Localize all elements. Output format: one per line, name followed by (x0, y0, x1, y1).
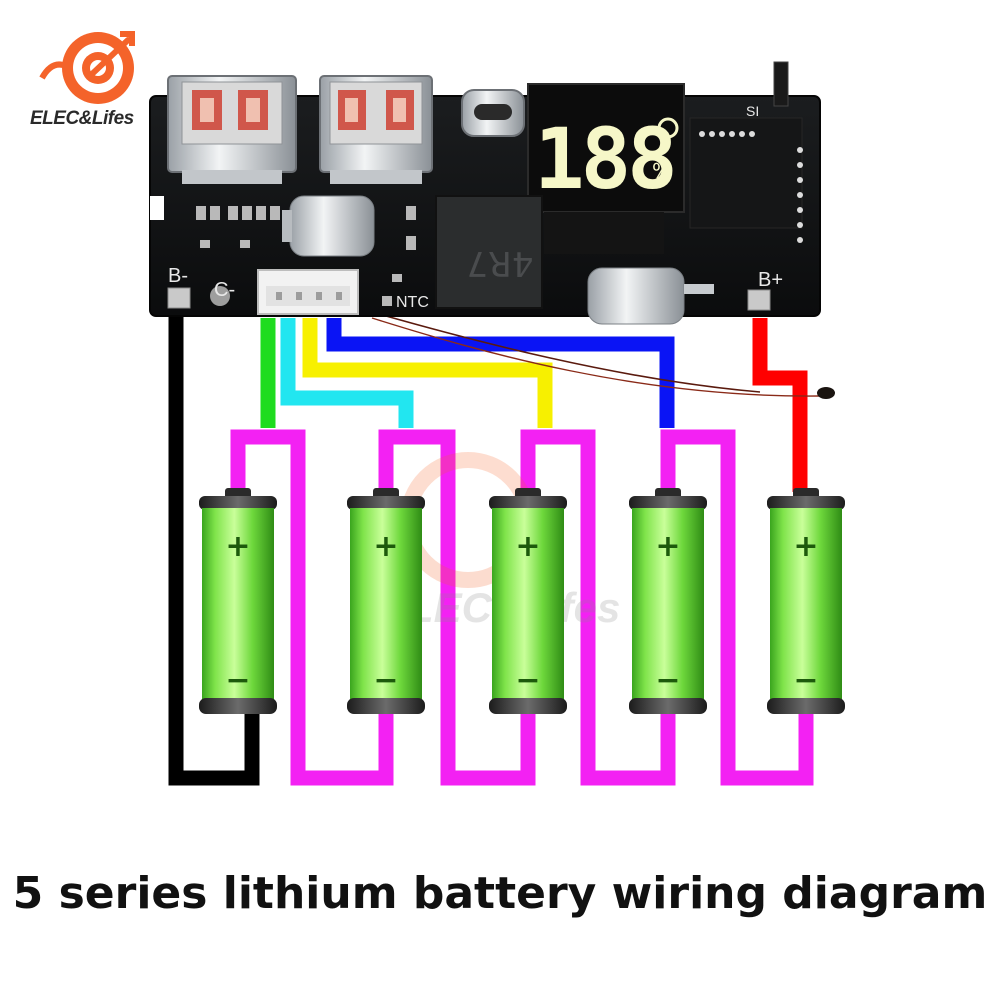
silk-sw: SI (746, 103, 759, 119)
battery-minus-label: − (373, 663, 398, 698)
battery-cell-5: +− (767, 488, 845, 714)
link-cell1-cell2 (230, 429, 394, 786)
pad-cminus (210, 286, 230, 306)
battery-body (770, 508, 842, 700)
battery-body (202, 508, 274, 700)
smd-components (196, 206, 416, 306)
battery-plus-label: + (373, 529, 398, 564)
battery-body (492, 508, 564, 700)
link-cell2-cell3 (378, 429, 536, 786)
display-percent: % (652, 159, 671, 183)
pad-bplus (747, 289, 771, 311)
battery-plus-label: + (793, 529, 818, 564)
brand-logo (39, 31, 135, 104)
blue-wire (326, 318, 675, 428)
battery-plus-label: + (515, 529, 540, 564)
side-switch (773, 61, 789, 107)
battery-minus-label: − (793, 663, 818, 698)
battery-plus-label: + (225, 529, 250, 564)
battery-cell-2: +− (347, 488, 425, 714)
yellow-wire (302, 318, 553, 428)
usb-a-port-2 (319, 75, 433, 184)
battery-cells: +−+−+−+−+− (199, 488, 845, 714)
battery-minus-label: − (515, 663, 540, 698)
charging-icon (657, 117, 679, 139)
silk-ntc: NTC (396, 294, 429, 311)
series-link-wires (230, 429, 814, 786)
link-cell3-cell4 (520, 429, 676, 786)
battery-cell-3: +− (489, 488, 567, 714)
pad-bminus (167, 287, 191, 309)
diagram-caption: 5 series lithium battery wiring diagram (12, 868, 988, 919)
battery-body (350, 508, 422, 700)
brand-name: ELEC&Lifes (30, 108, 134, 129)
link-cell4-cell5 (660, 429, 814, 786)
inductor-marking: 4R7 (467, 243, 534, 283)
battery-cell-1: +− (199, 488, 277, 714)
usb-c-port (461, 89, 525, 137)
ntc-bead-icon (817, 387, 835, 399)
balance-connector (257, 269, 359, 315)
battery-body (632, 508, 704, 700)
battery-cell-4: +− (629, 488, 707, 714)
battery-minus-label: − (225, 663, 250, 698)
cyan-wire (280, 318, 414, 428)
silk-b-minus: B- (168, 265, 188, 287)
silk-c-minus: C- (214, 279, 235, 301)
black-wire-bminus (168, 308, 260, 786)
usb-a-port-1 (167, 75, 297, 184)
capacitor-left (282, 195, 375, 257)
battery-plus-label: + (655, 529, 680, 564)
battery-minus-label: − (655, 663, 680, 698)
inductor-4r7: 4R7 (435, 195, 543, 309)
display-digits: 188 (534, 110, 674, 208)
red-wire-bplus (752, 318, 808, 492)
ntc-thermistor-leads (371, 311, 835, 399)
led-display: 188 % (527, 83, 685, 254)
silk-b-plus: B+ (758, 269, 783, 291)
pcb-board: 188 % 4R7 (149, 61, 821, 325)
capacitor-right (587, 267, 714, 325)
